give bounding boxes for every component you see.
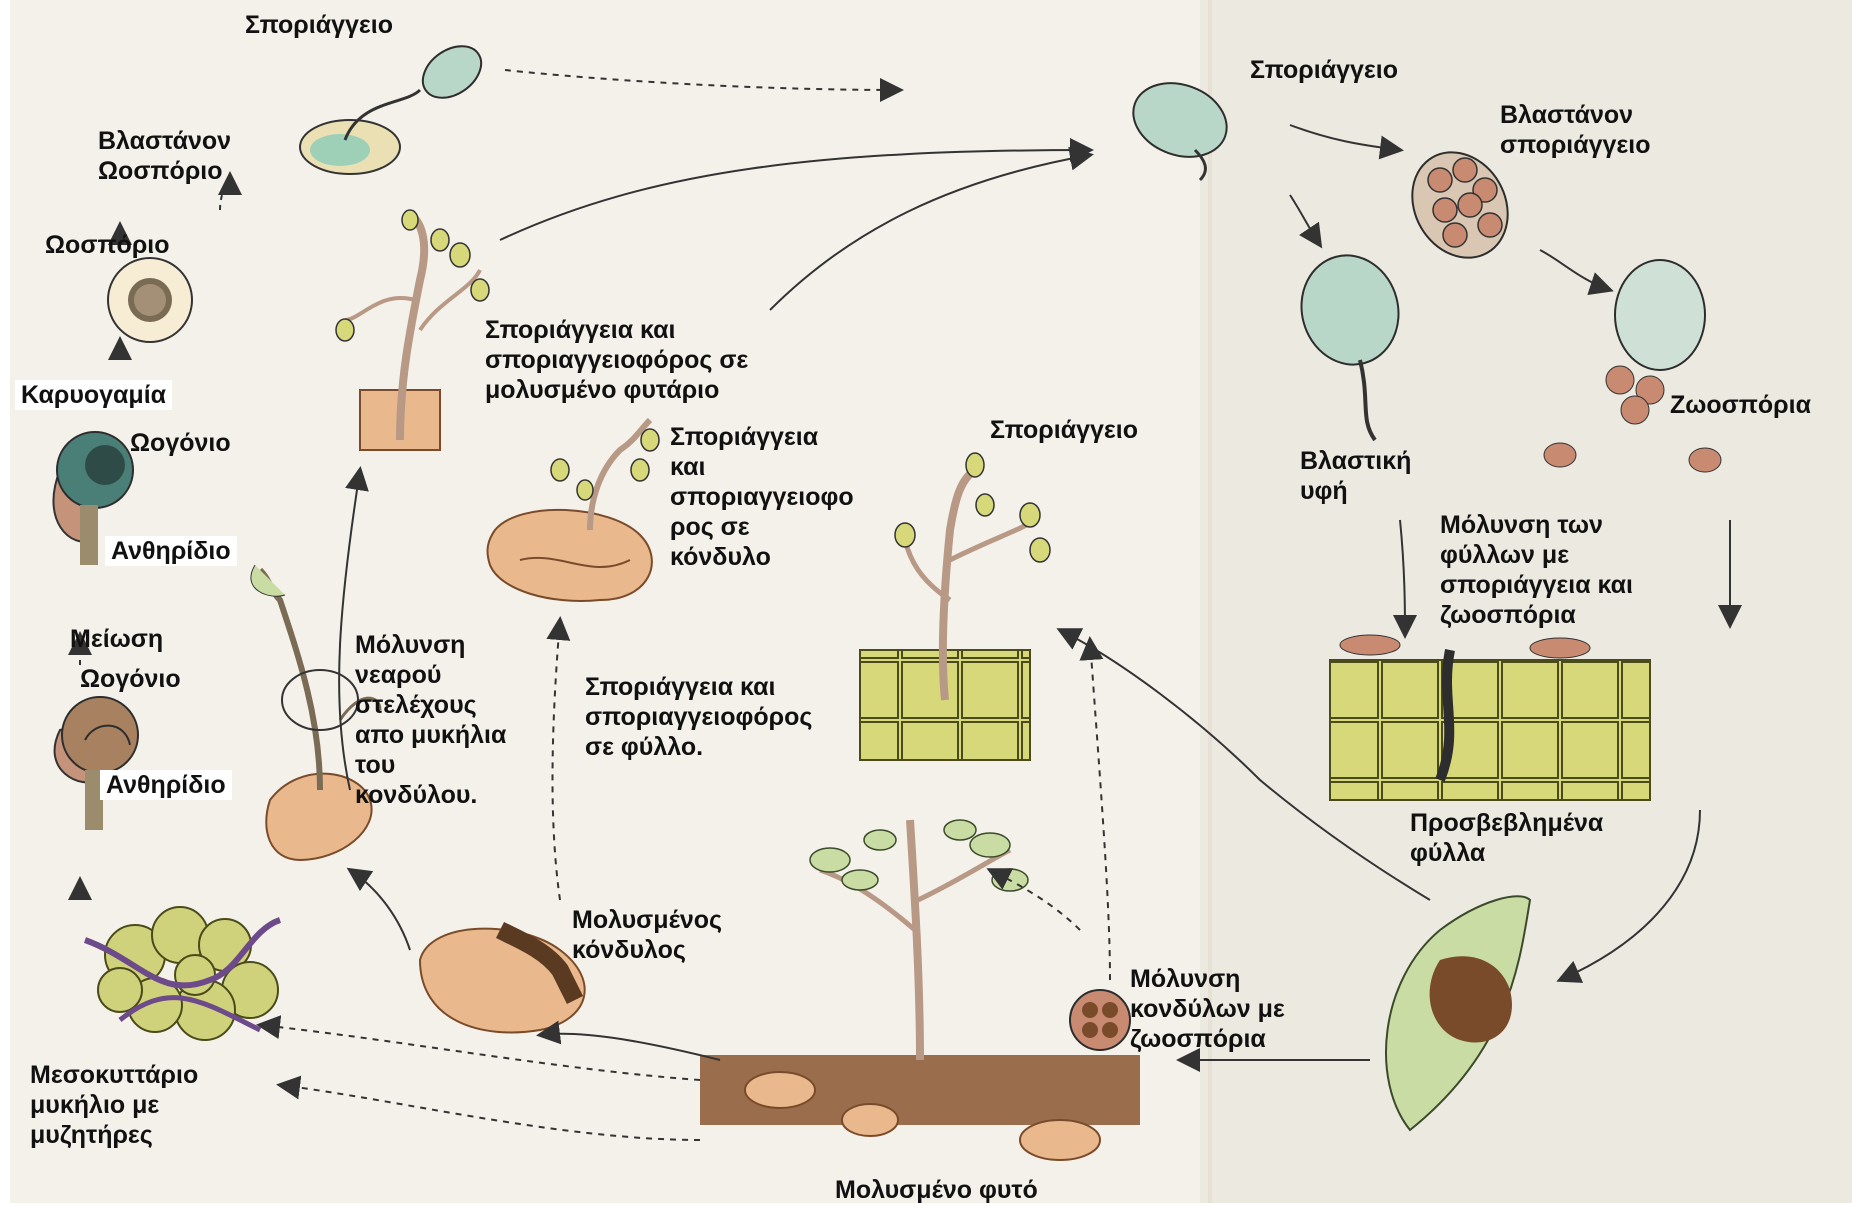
infected-plant-illustration [700, 820, 1140, 1160]
label-sporangium-top-right: Σποριάγγειο [1250, 55, 1398, 85]
tuber-icon [488, 420, 659, 601]
label-germ-tube: Βλαστική υφή [1300, 446, 1411, 506]
leaf-cell-layer-illustration [1330, 635, 1650, 800]
label-oogonium-1: Ωογόνιο [130, 428, 231, 458]
germ-tube-sporangium-illustration [1289, 244, 1410, 440]
label-affected-leaves: Προσβεβλημένα φύλλα [1410, 808, 1603, 868]
label-infected-plant: Μολυσμένο φυτό [835, 1175, 1038, 1205]
germinating-oospore-illustration [300, 36, 491, 174]
label-leaf-infection: Μόλυνση των φύλλων με σποριάγγεια και ζω… [1440, 510, 1633, 630]
label-meiosis: Μείωση [70, 624, 163, 654]
label-zoospores: Ζωοσπόρια [1670, 390, 1811, 420]
label-karyogamy: Καρυογαμία [15, 380, 172, 410]
label-antheridium-2: Ανθηρίδιο [100, 770, 232, 800]
oospore-icon [108, 258, 192, 342]
zoospores-emerging-illustration [1544, 260, 1721, 472]
zoospore-icon [1070, 990, 1130, 1050]
hyphae-icon [85, 907, 280, 1040]
infected-tuber-illustration [420, 929, 585, 1033]
label-germinating-sporangium: Βλαστάνον σποριάγγειο [1500, 100, 1651, 160]
label-germinating-oospore: Βλαστάνον Ωοσπόριο [98, 126, 231, 186]
sporangiophore-seedling-illustration [336, 210, 489, 450]
sporangium-icon [1123, 71, 1237, 180]
label-young-stem-infection: Μόλυνση νεαρού στελέχους απο μυκήλια του… [355, 630, 506, 810]
label-antheridium-1: Ανθηρίδιο [105, 536, 237, 566]
label-sporangium-top-left: Σποριάγγειο [245, 10, 393, 40]
label-tuber-zoospore-infection: Μόλυνση κονδύλων με ζωοσπόρια [1130, 964, 1285, 1054]
antheridium-icon [55, 697, 138, 830]
label-oospore: Ωοσπόριο [45, 230, 170, 260]
label-sporangium-center: Σποριάγγειο [990, 415, 1138, 445]
label-mycelium-haustoria: Μεσοκυττάριο μυκήλιο με μυζητήρες [30, 1060, 198, 1150]
label-sporangia-leaf: Σποριάγγεια και σποριαγγειοφόρος σε φύλλ… [585, 672, 812, 762]
leaf-icon [1386, 896, 1530, 1130]
label-sporangia-seedling: Σποριάγγεια και σποριαγγειοφόρος σε μολυ… [485, 315, 748, 405]
label-sporangia-tuber: Σποριάγγεια και σποριαγγειοφο ρος σε κόν… [670, 422, 854, 572]
cell-layer-icon [860, 453, 1050, 760]
label-oogonium-2: Ωογόνιο [80, 664, 181, 694]
label-infected-tuber: Μολυσμένος κόνδυλος [572, 905, 722, 965]
